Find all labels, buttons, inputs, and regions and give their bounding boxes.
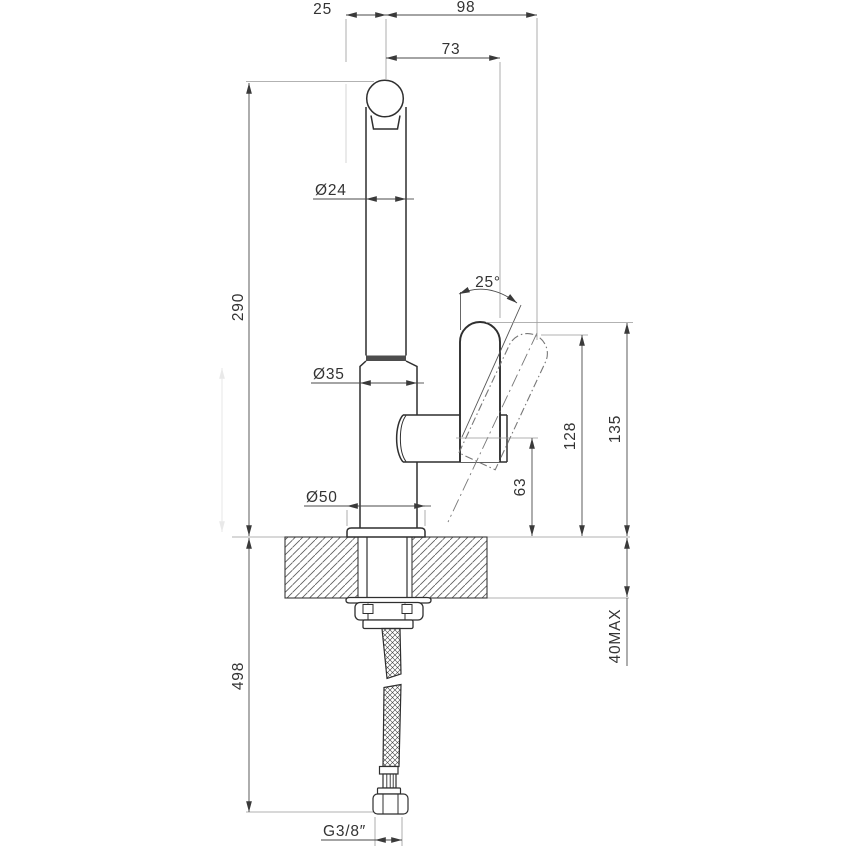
body-right-edge-upper [405, 360, 418, 415]
dim-dia-50: Ø50 [304, 489, 431, 509]
dim-label-g38: G3/8″ [323, 823, 366, 840]
hose-end-nut [372, 793, 409, 815]
dimensions: 25 98 73 290 498 Ø24 Ø35 [219, 0, 630, 843]
faucet-body [346, 79, 426, 538]
dim-height-290: 290 [230, 83, 252, 536]
countertop [232, 536, 630, 599]
dim-label-63: 63 [512, 478, 529, 497]
dim-angle-25deg: 25° [458, 274, 518, 304]
dim-label-25deg: 25° [475, 274, 501, 291]
dim-reach-98: 98 [386, 0, 537, 18]
counter-slab-right [411, 536, 488, 599]
dim-deck-40max: 40MAX [607, 538, 630, 666]
dim-label-25: 25 [313, 1, 332, 18]
dim-height-498: 498 [230, 538, 252, 812]
handle-lever [459, 321, 501, 462]
shank-collar [362, 619, 414, 630]
extension-lines [246, 18, 633, 846]
spout-head [365, 79, 405, 118]
dim-dia-24: Ø24 [313, 182, 414, 202]
dim-height-63: 63 [512, 438, 535, 536]
hose-fitting-collar [376, 787, 402, 795]
mounting-nut-tab-left [362, 604, 374, 614]
dim-reach-73: 73 [386, 41, 500, 61]
dim-label-290: 290 [230, 293, 247, 321]
dim-height-128: 128 [562, 335, 585, 536]
dim-label-98: 98 [457, 0, 476, 16]
housing-left-bulge-inner [399, 415, 407, 462]
hose-ferrule [378, 765, 399, 775]
angle-reference-tilted-line [461, 304, 522, 438]
spout-head-collar [370, 115, 401, 130]
hose-lower-segment [382, 683, 402, 768]
ghost-handle-outline [458, 333, 548, 471]
dim-height-135: 135 [607, 323, 630, 536]
base-flange [346, 527, 426, 538]
counter-slab-left [284, 536, 359, 599]
dim-label-dia50: Ø50 [306, 489, 338, 506]
dim-offset-25: 25 [313, 1, 386, 18]
body-left-edge [359, 360, 367, 528]
valve-housing [395, 414, 508, 463]
hose-end-tube [382, 773, 397, 789]
mounting-hardware [345, 537, 432, 630]
dim-label-135: 135 [607, 415, 624, 443]
ghost-handle-centerline [447, 332, 538, 523]
hose-upper-segment [381, 627, 402, 680]
tube-joint-band [366, 355, 406, 361]
dim-label-498: 498 [230, 662, 247, 690]
dim-thread-g38: G3/8″ [321, 823, 402, 843]
dim-dia-35: Ø35 [311, 366, 424, 386]
mounting-nut-tab-right [401, 604, 413, 614]
dim-label-40max: 40MAX [607, 609, 624, 664]
dim-label-73: 73 [442, 41, 461, 58]
dim-arc-25deg [458, 286, 518, 304]
supply-hose [372, 627, 409, 815]
dim-label-dia35: Ø35 [313, 366, 345, 383]
mounting-washer [345, 596, 432, 604]
dim-label-dia24: Ø24 [315, 182, 347, 199]
housing-left-bulge-outer [395, 414, 404, 463]
dim-label-128: 128 [562, 422, 579, 450]
